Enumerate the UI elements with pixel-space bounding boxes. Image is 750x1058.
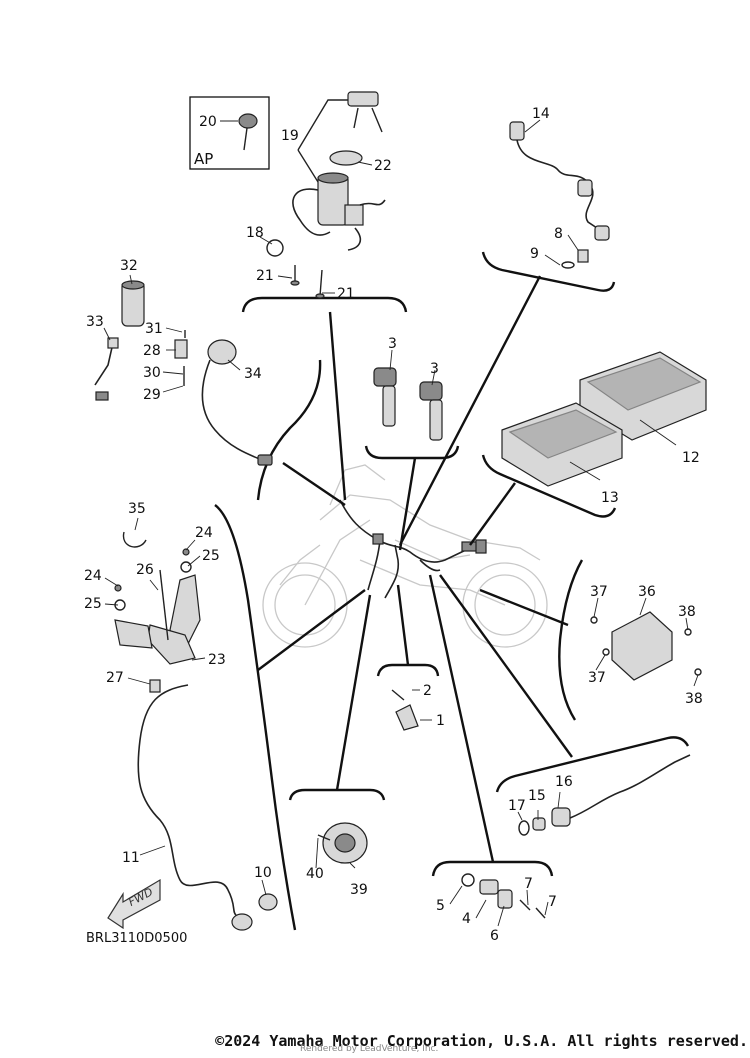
rendered-by-credit: Rendered by LeadVenture, Inc. (300, 1044, 439, 1054)
sensor-34 (201, 339, 273, 466)
group-brackets (214, 251, 690, 931)
callout-22: 22 (374, 158, 392, 174)
sensor-group-4-7 (461, 873, 546, 919)
callout-37: 37 (590, 584, 608, 600)
callout-11: 11 (122, 850, 140, 866)
callout-16: 16 (555, 774, 573, 790)
ap-box (189, 96, 270, 170)
callout-7b: 7 (548, 894, 557, 910)
callout-12: 12 (682, 450, 700, 466)
fwd-arrow-icon (107, 878, 161, 930)
main-wire-harness (339, 499, 487, 599)
callout-20: 20 (199, 114, 217, 130)
callout-27: 27 (106, 670, 124, 686)
callout-10: 10 (254, 865, 272, 881)
callout-18: 18 (246, 225, 264, 241)
callout-1: 1 (436, 713, 445, 729)
callout-33: 33 (86, 314, 104, 330)
callout-35: 35 (128, 501, 146, 517)
callout-25b: 25 (84, 596, 102, 612)
callout-15: 15 (528, 788, 546, 804)
callout-19: 19 (281, 128, 299, 144)
callout-21: 21 (256, 268, 274, 284)
callout-3: 3 (388, 336, 397, 352)
callout-23: 23 (208, 652, 226, 668)
callout-21b: 21 (337, 286, 355, 302)
horn (317, 822, 368, 864)
callout-labels: 1 2 3 3 4 5 6 7 7 8 9 10 11 12 13 14 15 … (84, 106, 703, 946)
callout-37b: 37 (588, 670, 606, 686)
callout-40: 40 (306, 866, 324, 882)
ignition-coils (373, 367, 443, 441)
callout-39: 39 (350, 882, 368, 898)
sensor-group-15-17 (518, 754, 691, 836)
callout-14: 14 (532, 106, 550, 122)
callout-24b: 24 (84, 568, 102, 584)
callout-9: 9 (530, 246, 539, 262)
left-bracket-group (114, 531, 278, 931)
callout-2: 2 (423, 683, 432, 699)
callout-25: 25 (202, 548, 220, 564)
callout-38b: 38 (685, 691, 703, 707)
callout-30: 30 (143, 365, 161, 381)
copyright-notice: ©2024 Yamaha Motor Corporation, U.S.A. A… (215, 1032, 748, 1050)
motorcycle-silhouette (262, 464, 548, 648)
bracket-1 (391, 689, 419, 731)
callout-28: 28 (143, 343, 161, 359)
callout-17: 17 (508, 798, 526, 814)
callout-32: 32 (120, 258, 138, 274)
callout-34: 34 (244, 366, 262, 382)
ecu-units (501, 351, 707, 487)
sub-harness-14 (509, 121, 610, 269)
callout-24: 24 (195, 525, 213, 541)
key-icon (238, 113, 258, 151)
module-36 (590, 611, 702, 681)
callout-29: 29 (143, 387, 161, 403)
ignition-switch-assembly (266, 91, 386, 299)
callout-13: 13 (601, 490, 619, 506)
callout-7: 7 (524, 876, 533, 892)
callout-8: 8 (554, 226, 563, 242)
callout-3b: 3 (430, 361, 439, 377)
callout-4: 4 (462, 911, 471, 927)
callout-leaders (103, 119, 699, 927)
diagram-code: BRL3110D0500 (86, 931, 187, 946)
callout-36: 36 (638, 584, 656, 600)
callout-6: 6 (490, 928, 499, 944)
callout-5: 5 (436, 898, 445, 914)
callout-26: 26 (136, 562, 154, 578)
callout-31: 31 (145, 321, 163, 337)
ap-label: AP (194, 150, 213, 168)
callout-38: 38 (678, 604, 696, 620)
sensor-group-28-33 (94, 280, 188, 401)
